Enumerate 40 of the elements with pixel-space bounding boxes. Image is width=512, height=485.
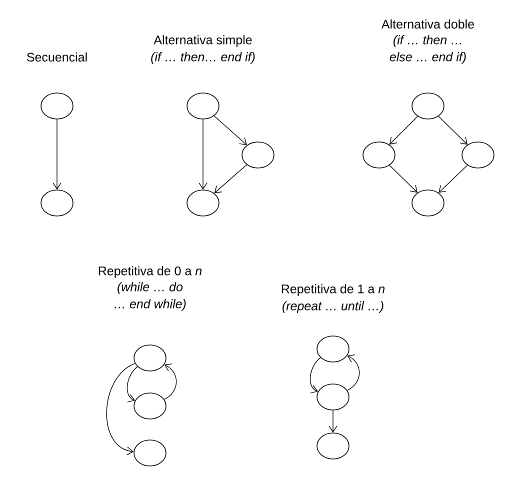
ellipse-node <box>134 392 166 420</box>
heading-text: Alternativa doble <box>381 19 474 29</box>
arrow <box>346 354 360 391</box>
arrow <box>198 119 208 190</box>
heading-text: (if … then … <box>394 35 462 47</box>
arrow <box>438 116 468 145</box>
arrow <box>164 363 177 400</box>
heading-text: Alternativa simple <box>154 35 252 47</box>
arrow <box>389 116 418 145</box>
ellipse-node <box>316 384 350 410</box>
ellipse-node <box>134 344 166 372</box>
ellipse-node <box>412 190 444 216</box>
ellipse-node <box>40 190 74 216</box>
heading-text: Repetitiva de 1 a n <box>282 284 385 296</box>
arrow <box>214 116 247 146</box>
heading-text: (repeat … until …) <box>282 301 384 313</box>
arrow <box>310 357 321 394</box>
heading-text: … end while) <box>114 299 186 311</box>
arrow <box>106 363 136 456</box>
ellipse-node <box>462 142 494 168</box>
heading-text: (while … do <box>118 282 183 294</box>
ellipse-node <box>186 92 220 120</box>
heading-text: Secuencial <box>27 52 87 62</box>
heading-text: Repetitiva de 0 a n <box>98 266 202 278</box>
heading-text: else … end if) <box>390 52 466 64</box>
ellipse-node <box>134 440 166 466</box>
arrow <box>52 119 62 190</box>
arrow <box>126 366 138 402</box>
arrow <box>438 164 468 193</box>
ellipse-node <box>316 336 350 362</box>
ellipse-node <box>362 142 396 168</box>
arrow <box>214 164 248 194</box>
heading-text: (if … then… end if) <box>151 52 255 64</box>
ellipse-node <box>40 92 74 120</box>
arrow <box>389 164 418 193</box>
ellipse-node <box>186 190 220 216</box>
ellipse-node <box>412 92 444 120</box>
arrow <box>328 410 338 433</box>
ellipse-node <box>316 432 350 460</box>
ellipse-node <box>242 142 274 168</box>
